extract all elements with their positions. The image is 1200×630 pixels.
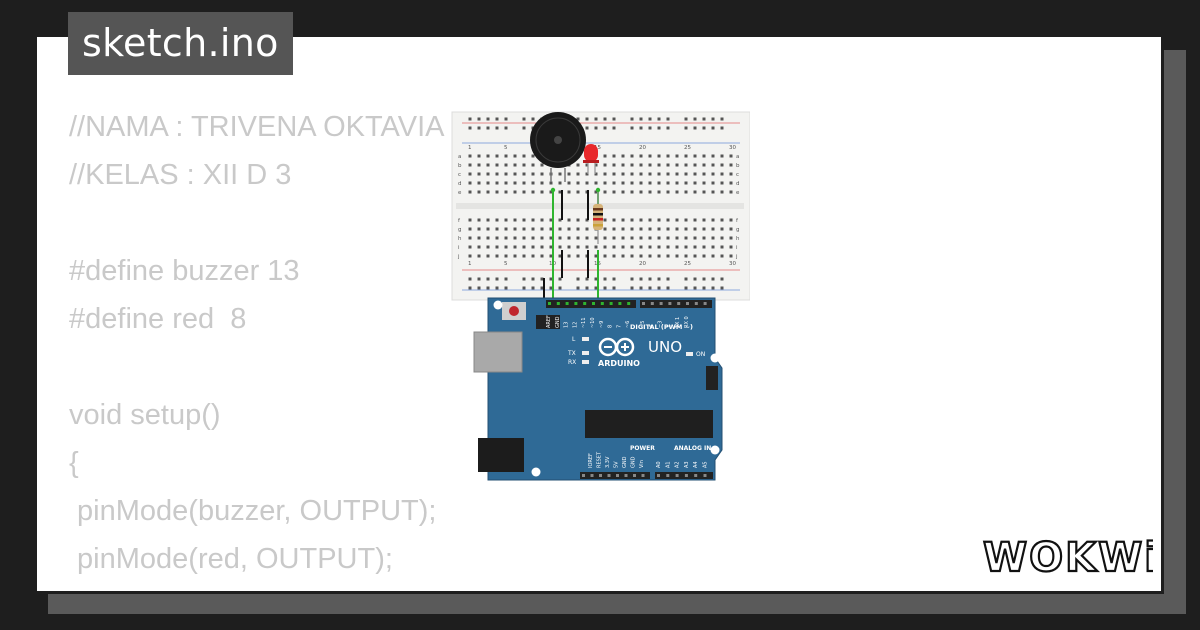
pin-label: 5V — [614, 461, 620, 468]
pin-label: A1 — [665, 461, 671, 468]
pin-label: 12 — [572, 322, 578, 328]
row-letter: d — [736, 181, 740, 187]
arduino-logo — [598, 337, 635, 357]
pin-label: 8 — [608, 325, 614, 328]
code-line: void setup() — [69, 399, 221, 431]
code-preview: //NAMA : TRIVENA OKTAVIA //KELAS : XII D … — [69, 103, 445, 591]
column-number: 15 — [594, 145, 601, 151]
pin-label: GND — [631, 456, 637, 468]
row-letter: f — [458, 218, 461, 224]
code-line: #define buzzer 13 — [69, 255, 300, 287]
row-letter: g — [458, 227, 462, 233]
pin-label: 7 — [616, 325, 622, 328]
code-line — [69, 343, 445, 391]
pin-label: A3 — [684, 461, 690, 468]
pin-label: 4 — [649, 325, 655, 328]
usb-port — [473, 331, 523, 373]
code-line: //KELAS : XII D 3 — [69, 159, 292, 191]
column-number: 25 — [684, 145, 691, 151]
row-letter: a — [458, 154, 461, 160]
red-led — [583, 144, 599, 174]
pin-label: A4 — [693, 461, 699, 468]
pin-label: AREF — [546, 315, 552, 328]
file-tab[interactable]: sketch.ino — [68, 12, 293, 75]
pin-label: RESET — [597, 451, 603, 468]
pin-label: A2 — [675, 461, 681, 468]
column-number: 25 — [684, 261, 691, 267]
pin-label: ~9 — [599, 321, 605, 328]
row-letter: b — [458, 163, 462, 169]
column-number: 5 — [504, 145, 508, 151]
pin-label: TX 1 — [675, 317, 681, 329]
row-letter: c — [736, 172, 739, 178]
svg-text:WOKWi: WOKWi — [983, 535, 1153, 581]
code-line: //NAMA : TRIVENA OKTAVIA — [69, 111, 445, 143]
column-number: 20 — [639, 261, 646, 267]
row-letter: b — [736, 163, 740, 169]
pin-label: 3.3V — [605, 456, 611, 468]
column-number: 1 — [468, 261, 472, 267]
row-letter: e — [458, 190, 462, 196]
wokwi-logo: WOKWi — [982, 534, 1153, 581]
code-line: } — [69, 583, 445, 591]
column-number: 5 — [504, 261, 508, 267]
column-number: 1 — [468, 145, 472, 151]
status-leds: L TX RX ON — [567, 336, 705, 366]
analog-label: ANALOG IN — [674, 445, 711, 452]
project-preview-card: //NAMA : TRIVENA OKTAVIA //KELAS : XII D … — [34, 34, 1164, 594]
pin-label: RX 0 — [684, 316, 690, 328]
row-letter: i — [736, 245, 738, 251]
code-line: pinMode(red, OUTPUT); — [69, 543, 393, 575]
uno-label: UNO — [648, 338, 682, 356]
code-line: #define red 8 — [69, 303, 247, 335]
row-letter: i — [458, 245, 460, 251]
row-letter: h — [458, 236, 462, 242]
pin-label: IOREF — [588, 453, 594, 468]
pin-label: A0 — [656, 461, 662, 468]
pin-label: ~5 — [640, 321, 646, 328]
power-label: POWER — [630, 445, 655, 452]
row-letter: a — [736, 154, 739, 160]
microcontroller-chip — [585, 410, 713, 438]
row-letter: j — [735, 254, 738, 260]
row-letter: e — [736, 190, 740, 196]
digital-label: DIGITAL (PWM ~) — [630, 323, 693, 331]
row-letter: d — [458, 181, 462, 187]
pin-label: 2 — [666, 325, 672, 328]
pin-label: 13 — [564, 322, 570, 328]
power-jack — [478, 438, 524, 472]
code-line: pinMode(buzzer, OUTPUT); — [69, 495, 437, 527]
svg-text:L: L — [572, 336, 576, 343]
svg-text:TX: TX — [567, 350, 576, 357]
row-letter: g — [736, 227, 740, 233]
arduino-brand-label: ARDUINO — [598, 359, 640, 368]
code-line: { — [69, 447, 79, 479]
column-number: 30 — [729, 145, 736, 151]
row-letter: h — [736, 236, 740, 242]
code-line — [69, 199, 445, 247]
svg-text:ON: ON — [696, 351, 705, 358]
column-number: 30 — [729, 261, 736, 267]
pin-label: ~6 — [625, 321, 631, 328]
pin-label: GND — [555, 316, 561, 328]
pin-label: Vin — [639, 460, 645, 468]
pin-label: ~11 — [581, 317, 587, 328]
row-letter: j — [457, 254, 460, 260]
column-number: 20 — [639, 145, 646, 151]
resistor — [593, 192, 603, 244]
row-letter: c — [458, 172, 461, 178]
circuit-diagram: 151015202530 151015202530 aabbccddeeffgg… — [451, 111, 750, 481]
svg-text:RX: RX — [568, 359, 576, 366]
row-letter: f — [736, 218, 739, 224]
pin-label: ~10 — [590, 317, 596, 328]
pin-label: A5 — [703, 461, 709, 468]
pin-label: ~3 — [658, 321, 664, 328]
pin-label: GND — [622, 456, 628, 468]
buzzer — [530, 112, 586, 182]
